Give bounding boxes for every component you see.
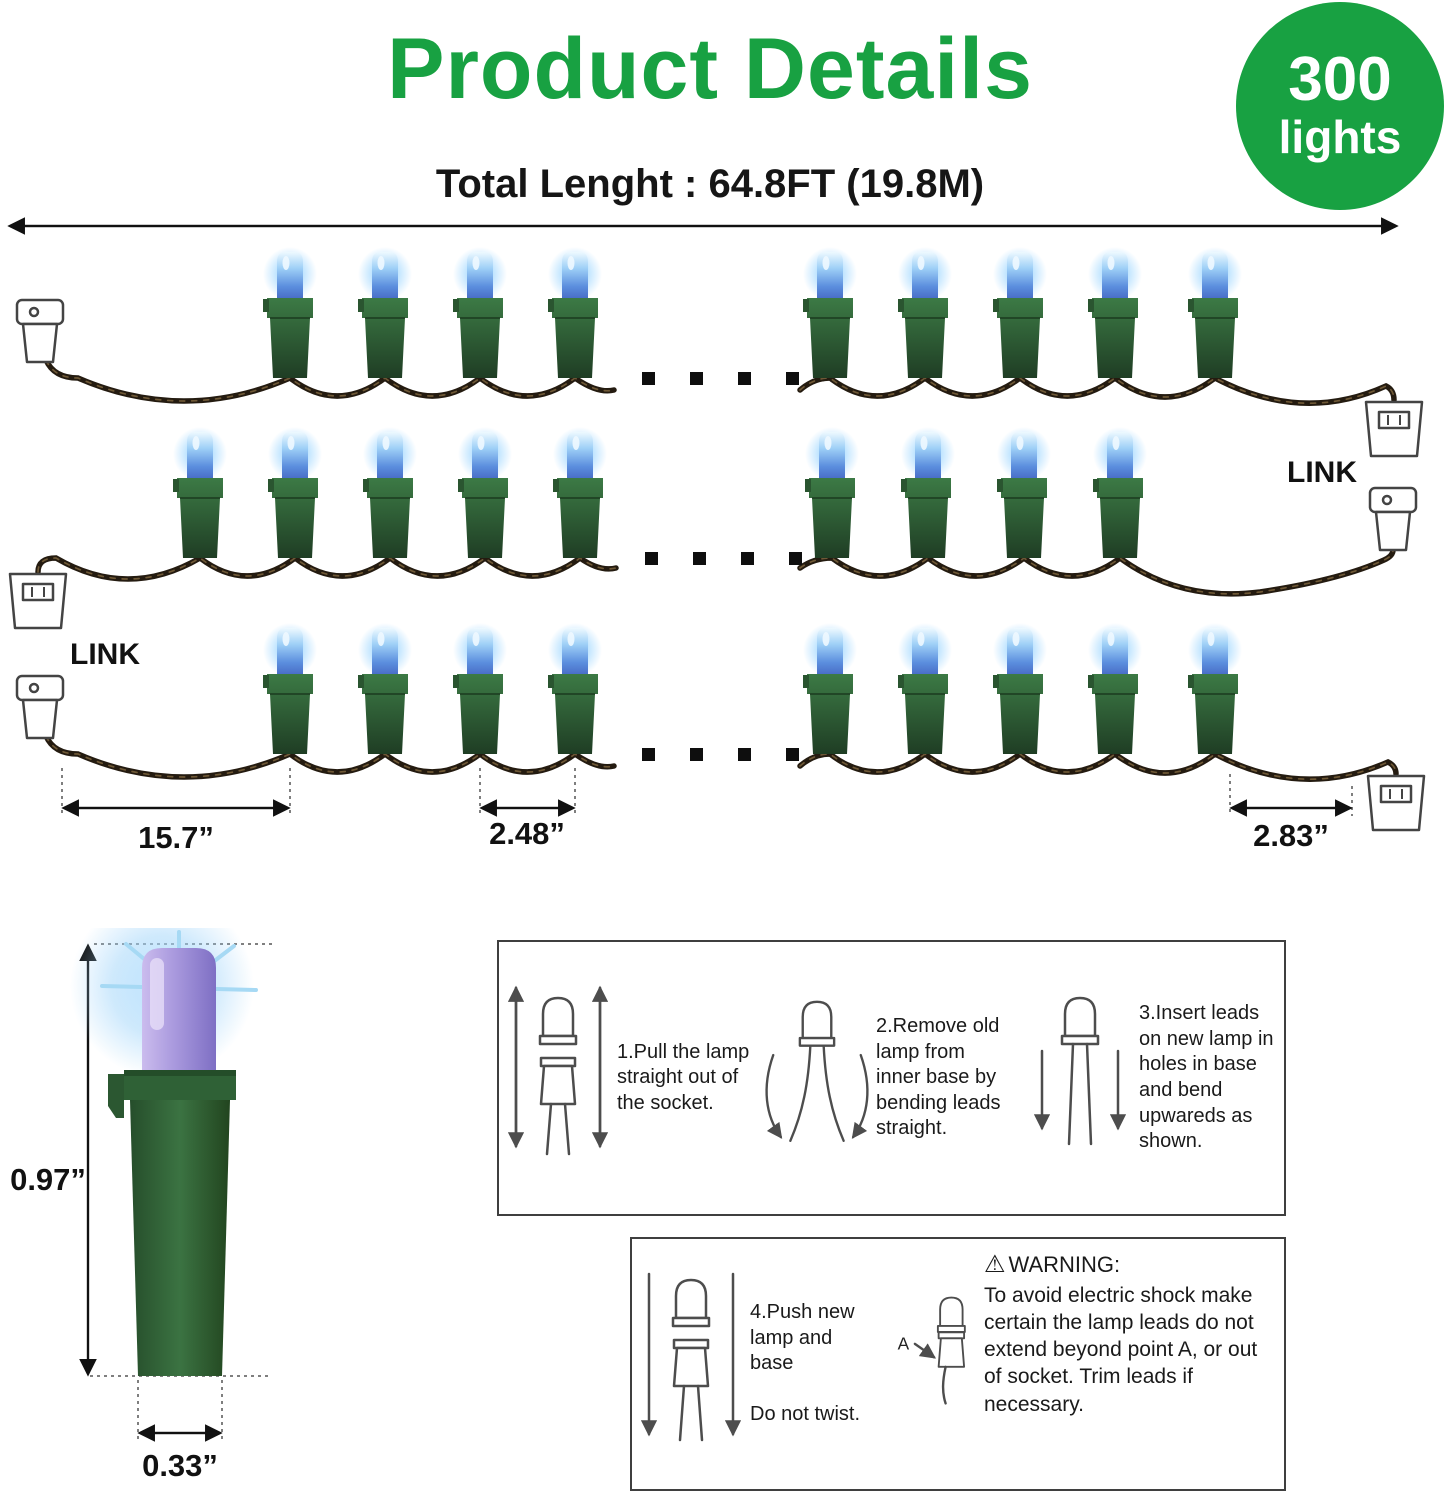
dim-bulb-width: 0.33” (142, 1448, 218, 1483)
light-string-row-3 (15, 622, 1426, 832)
instruction-step-1: 1.Pull the lamp straight out of the sock… (497, 940, 760, 1216)
spacing-dimensions: 15.7” 2.48” 2.83” (61, 768, 1353, 855)
light-bulb (802, 246, 858, 379)
dim-plug-to-bulb: 15.7” (138, 820, 214, 855)
dim-bulb-height: 0.97” (10, 1162, 86, 1197)
power-plug-male (1368, 486, 1418, 552)
light-bulb (900, 426, 956, 559)
warning-triangle-icon: ⚠ (984, 1251, 1006, 1279)
power-connector-female (8, 572, 68, 630)
insert-leads-icon (1021, 942, 1139, 1214)
light-bulb (1087, 246, 1143, 379)
step-3-text: 3.Insert leads on new lamp in holes in b… (1139, 1002, 1274, 1153)
light-bulb (172, 426, 228, 559)
light-bulb (262, 246, 318, 379)
light-bulb (547, 622, 603, 755)
instruction-step-2: 2.Remove old lamp from inner base by ben… (758, 940, 1023, 1216)
warning-body: To avoid electric shock make certain the… (984, 1283, 1258, 1416)
light-bulb (552, 426, 608, 559)
light-bulb (1092, 426, 1148, 559)
light-bulb (547, 246, 603, 379)
light-bulb (897, 622, 953, 755)
total-length-label: Total Lenght : 64.8FT (19.8M) (435, 162, 985, 206)
power-plug-male (15, 298, 65, 364)
instruction-step-4: 4.Push new lamp and base Do not twist. (630, 1237, 890, 1491)
bulb-socket (108, 1070, 236, 1376)
continuation-dots (642, 748, 799, 761)
light-bulb (897, 246, 953, 379)
light-bulb (1187, 246, 1243, 379)
light-bulb (802, 622, 858, 755)
light-string-row-2: LINK (8, 426, 1418, 671)
light-bulb (262, 622, 318, 755)
lights-string-diagram: LINK LINK (7, 217, 1426, 855)
light-string-row-1: LINK (15, 246, 1424, 489)
light-bulb (1087, 622, 1143, 755)
point-a-label: A (898, 1334, 910, 1354)
continuation-dots (645, 552, 802, 565)
light-bulb (362, 426, 418, 559)
bulb-closeup-diagram: 0.97” 0.33” (10, 928, 272, 1483)
power-connector-female (1364, 400, 1424, 458)
light-bulb (267, 426, 323, 559)
pull-lamp-icon (499, 942, 617, 1214)
light-bulb (996, 426, 1052, 559)
link-label-right: LINK (1287, 456, 1357, 489)
dim-end-section: 2.83” (1253, 818, 1329, 853)
warning-panel: A ⚠ WARNING: To avoid electric shock mak… (888, 1237, 1286, 1491)
push-lamp-icon (632, 1239, 750, 1489)
instruction-step-3: 3.Insert leads on new lamp in holes in b… (1021, 940, 1286, 1216)
light-bulb (804, 426, 860, 559)
remove-lamp-icon (758, 942, 876, 1214)
continuation-dots (642, 372, 799, 385)
light-bulb (992, 246, 1048, 379)
light-bulb (992, 622, 1048, 755)
warning-text: ⚠ WARNING: To avoid electric shock make … (984, 1239, 1284, 1489)
light-bulb (457, 426, 513, 559)
page-title: Product Details (387, 21, 1033, 117)
light-bulb (452, 622, 508, 755)
power-plug-male (15, 674, 65, 740)
badge-count: 300 (1288, 44, 1392, 114)
light-bulb (452, 246, 508, 379)
power-connector-female (1366, 774, 1426, 832)
light-bulb (357, 622, 413, 755)
point-a-lamp-icon: A (888, 1239, 984, 1489)
light-bulb (357, 246, 413, 379)
step-4-text: 4.Push new lamp and base Do not twist. (750, 1301, 861, 1426)
step-2-text: 2.Remove old lamp from inner base by ben… (876, 1015, 1001, 1140)
link-label-left: LINK (70, 638, 140, 671)
lights-count-badge: 300 lights (1236, 2, 1444, 210)
badge-unit: lights (1278, 110, 1402, 163)
light-bulb (1187, 622, 1243, 755)
step-1-text: 1.Pull the lamp straight out of the sock… (617, 1040, 750, 1114)
warning-title: ⚠ WARNING: (984, 1251, 1121, 1279)
dim-bulb-spacing: 2.48” (489, 816, 565, 851)
